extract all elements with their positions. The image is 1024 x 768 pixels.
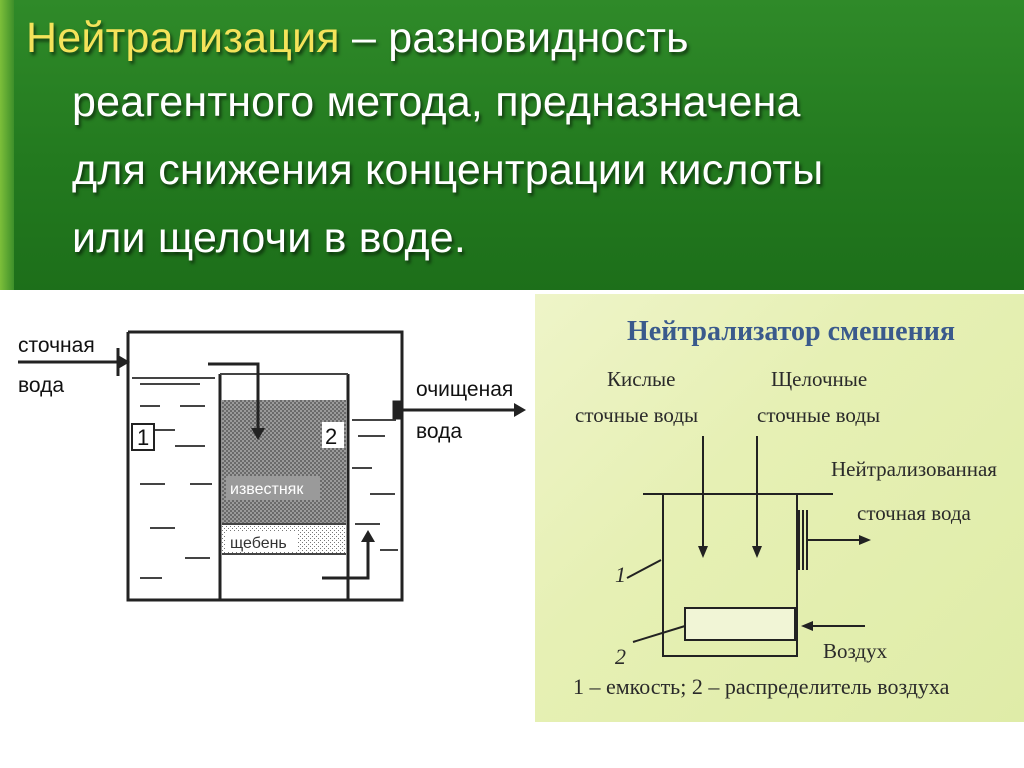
section-1-label: 1 (137, 425, 149, 450)
callout-1: 1 (615, 562, 626, 587)
filter-neutralizer-diagram: сточная вода очищеная вода 1 2 известняк… (0, 296, 530, 636)
neutralized-label-line-2: сточная вода (857, 501, 972, 525)
outlet-weir (798, 510, 871, 570)
inlet-label-line-1: сточная (18, 334, 95, 357)
heading-term: Нейтрализация (26, 14, 340, 62)
limestone-layer (222, 400, 346, 524)
air-inlet-arrow (801, 621, 865, 631)
mixing-neutralizer-svg: Нейтрализатор смешения Кислые сточные во… (573, 316, 997, 699)
acid-label-line-1: Кислые (607, 367, 675, 391)
diagram-title: Нейтрализатор смешения (627, 316, 955, 347)
alkali-label-line-1: Щелочные (771, 367, 867, 391)
air-label: Воздух (823, 639, 888, 663)
filter-neutralizer-svg: сточная вода очищеная вода 1 2 известняк… (18, 330, 526, 602)
acid-inlet-arrow (698, 436, 708, 558)
water-surface-marks (132, 377, 398, 579)
heading-line-3: для снижения концентрации кислоты (72, 146, 824, 194)
limestone-label: известняк (230, 481, 304, 498)
down-flow-arrow (208, 362, 265, 440)
heading-line-2: реагентного метода, предназначена (72, 78, 801, 126)
mixing-neutralizer-diagram: Нейтрализатор смешения Кислые сточные во… (535, 294, 1024, 722)
air-distributor (684, 607, 796, 641)
outlet-arrow (392, 400, 526, 420)
inlet-arrow (18, 348, 130, 376)
title-banner: Нейтрализация – разновидность реагентног… (0, 0, 1024, 290)
inlet-label-line-2: вода (18, 374, 64, 397)
acid-label-line-2: сточные воды (575, 403, 698, 427)
alkali-inlet-arrow (752, 436, 762, 558)
up-flow-arrow (322, 530, 375, 580)
banner-accent-strip (0, 0, 14, 290)
heading-line-4: или щелочи в воде. (72, 214, 467, 262)
heading-rest: – разновидность (339, 14, 689, 62)
gravel-label: щебень (230, 535, 287, 552)
alkali-label-line-2: сточные воды (757, 403, 880, 427)
heading-line-1: Нейтрализация – разновидность (26, 6, 689, 70)
legend-caption: 1 – емкость; 2 – распределитель воздуха (573, 674, 950, 699)
section-2-label: 2 (325, 424, 337, 449)
neutralized-label-line-1: Нейтрализованная (831, 457, 997, 481)
callout-2: 2 (615, 644, 626, 669)
outlet-label-line-1: очищеная (416, 378, 513, 401)
mixing-vessel (643, 493, 833, 657)
tank-outline (126, 330, 404, 602)
outlet-label-line-2: вода (416, 420, 462, 443)
